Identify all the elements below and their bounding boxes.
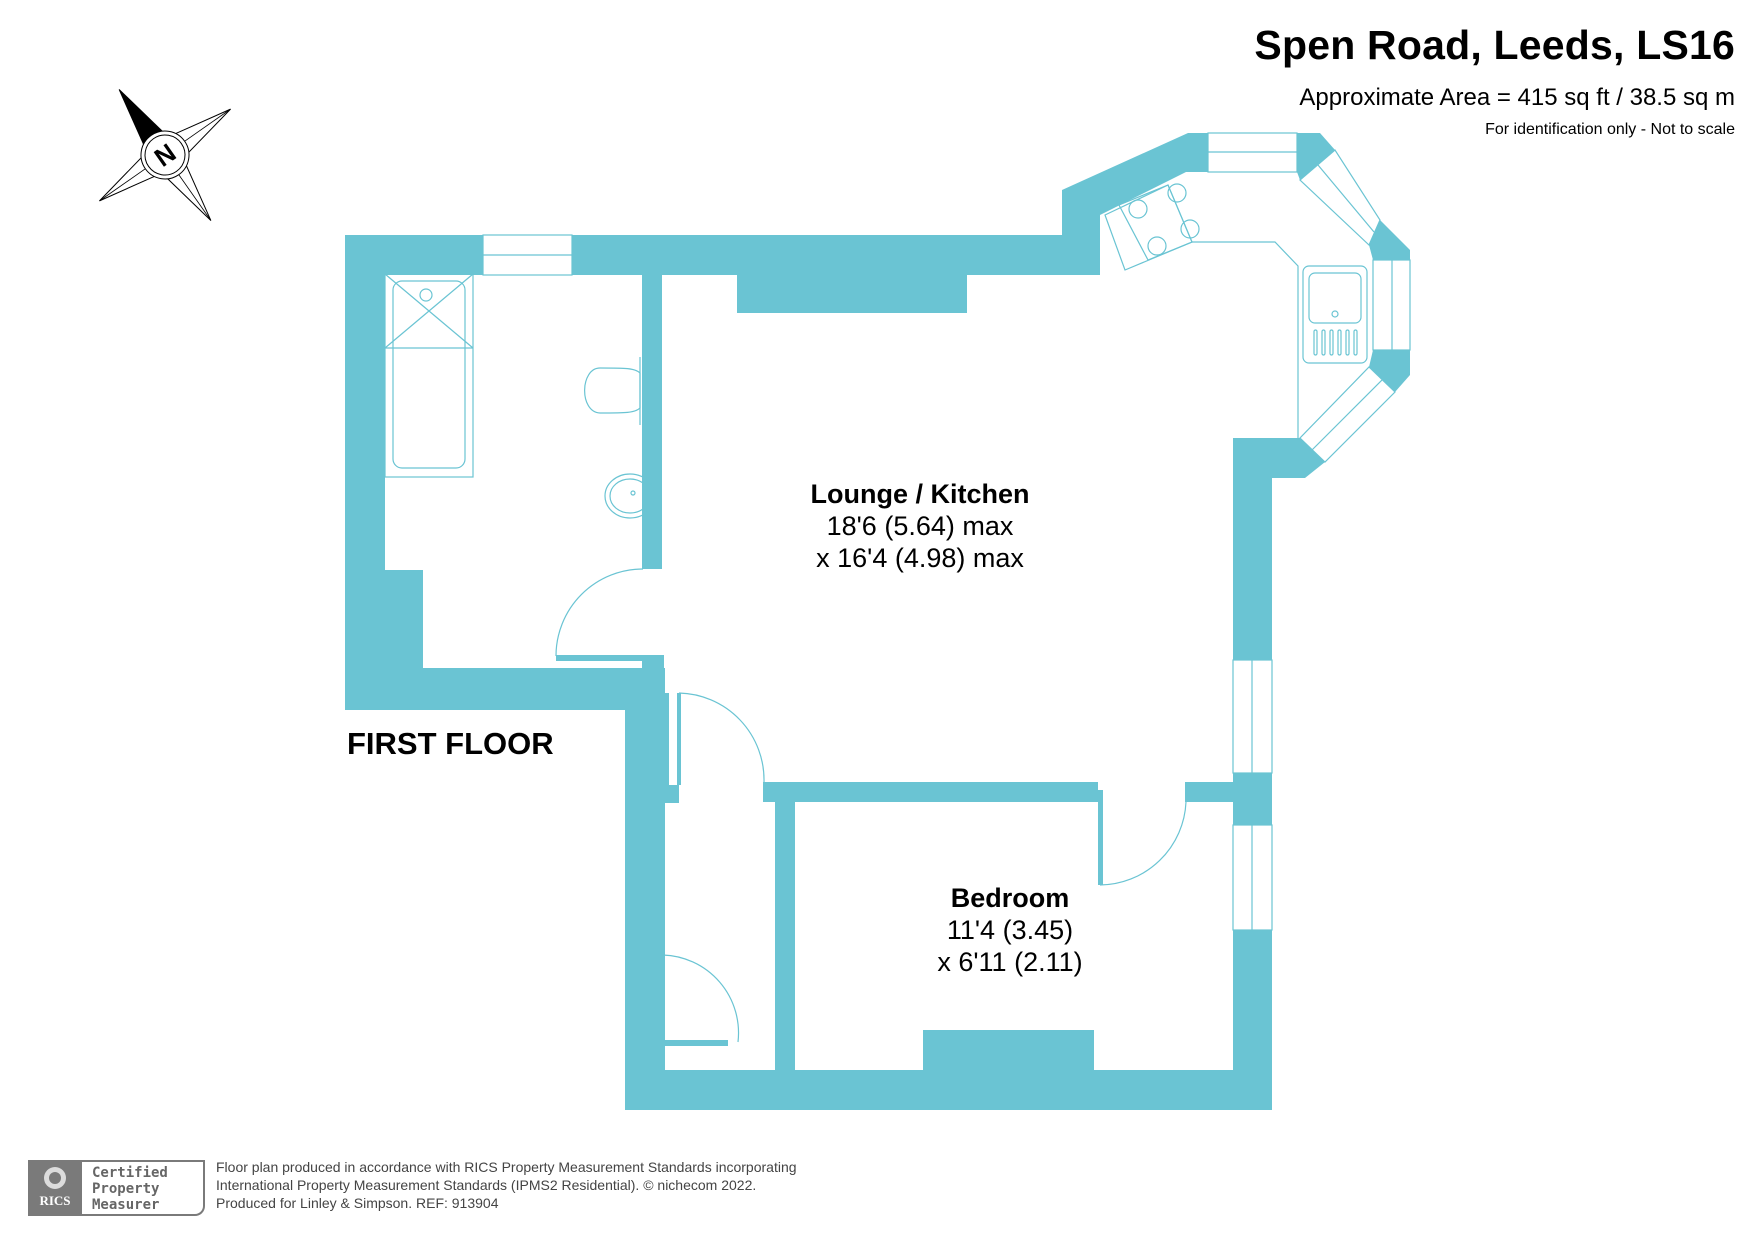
lion-icon xyxy=(44,1167,66,1189)
north-arrow-compass-icon: N xyxy=(99,89,231,221)
rics-certified-badge: RICS Certified Property Measurer xyxy=(28,1160,205,1216)
sink-icon xyxy=(1302,265,1368,364)
disclaimer: For identification only - Not to scale xyxy=(1485,121,1735,138)
windows xyxy=(482,132,1411,931)
room-bedroom: Bedroom 11'4 (3.45) x 6'11 (2.11) xyxy=(900,882,1120,978)
room-dimension: x 16'4 (4.98) max xyxy=(816,543,1024,573)
walls xyxy=(345,133,1410,1110)
badge-line: Measurer xyxy=(92,1197,160,1213)
footer-credits: Floor plan produced in accordance with R… xyxy=(216,1158,797,1212)
room-dimension: x 6'11 (2.11) xyxy=(937,947,1083,977)
basin-icon xyxy=(604,473,656,519)
footer-line: Floor plan produced in accordance with R… xyxy=(216,1159,797,1175)
rics-logo: RICS xyxy=(28,1160,82,1216)
hallway-door-swing xyxy=(678,692,765,783)
footer-line: International Property Measurement Stand… xyxy=(216,1177,757,1193)
toilet-icon xyxy=(584,357,641,425)
room-lounge-kitchen: Lounge / Kitchen 18'6 (5.64) max x 16'4 … xyxy=(780,478,1060,574)
hob-icon xyxy=(1104,183,1299,440)
bathroom-door-swing xyxy=(555,568,644,657)
badge-line: Property xyxy=(92,1181,160,1197)
room-dimension: 11'4 (3.45) xyxy=(946,915,1074,945)
bedroom-door-swing xyxy=(1099,801,1187,886)
room-name: Lounge / Kitchen xyxy=(810,479,1030,509)
property-title: Spen Road, Leeds, LS16 xyxy=(1254,22,1735,68)
room-dimension: 18'6 (5.64) max xyxy=(826,511,1014,541)
footer-line: Produced for Linley & Simpson. REF: 9139… xyxy=(216,1195,499,1211)
floor-label: FIRST FLOOR xyxy=(347,726,554,761)
certified-text: Certified Property Measurer xyxy=(82,1160,205,1216)
bath-icon xyxy=(384,273,474,478)
badge-line: Certified xyxy=(92,1165,168,1181)
room-name: Bedroom xyxy=(950,883,1070,913)
rics-logo-text: RICS xyxy=(39,1193,71,1208)
approximate-area: Approximate Area = 415 sq ft / 38.5 sq m xyxy=(1299,84,1735,111)
entrance-door-swing xyxy=(662,954,740,1043)
